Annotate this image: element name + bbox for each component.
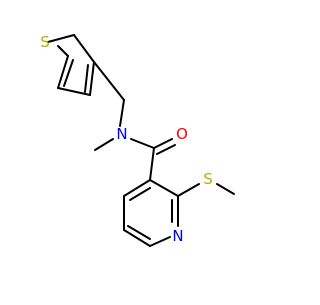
amide-nitrogen-label: N [116,125,127,143]
bond-py-c6-c5 [123,229,151,247]
thiophene-sulfur-label: S [40,33,50,51]
bond-n-carbonyl [130,138,155,149]
bond-c2-s [177,183,200,197]
bond-s-c5b [47,34,75,43]
bond-c3-c4 [57,87,91,96]
pyridine-nitrogen-label: N [172,227,183,245]
bonds [47,34,235,247]
bond-s-methyl [216,183,235,195]
bond-c5-s [73,34,95,63]
bond-c-o [153,138,173,149]
atom-labels: S N O S N [40,33,213,245]
bond-py-c6-c5-double [127,225,151,240]
bond-py-n-c6 [149,236,171,247]
structure-canvas: S N O S N [0,0,300,300]
bond-c4-c5-double [84,64,89,93]
molecule-diagram: S N O S N [0,0,300,300]
bond-carbonyl-ring [149,147,155,181]
bond-py-c4-c3 [123,179,151,197]
bond-ch2-n [119,99,125,127]
bond-n-methyl [94,138,114,151]
bond-s-c2 [57,45,69,57]
bond-c2-c3 [57,55,69,89]
bond-py-c3-c2 [149,179,179,197]
background [0,0,300,300]
bond-ring-ch2 [93,61,125,101]
bond-c-o-double [156,144,176,155]
bond-c4-c5 [89,61,95,96]
carbonyl-oxygen-label: O [176,125,188,143]
bond-py-c4-c3-double [129,187,151,201]
bond-c2-c3-double [63,59,74,87]
thioether-sulfur-label: S [203,170,213,188]
